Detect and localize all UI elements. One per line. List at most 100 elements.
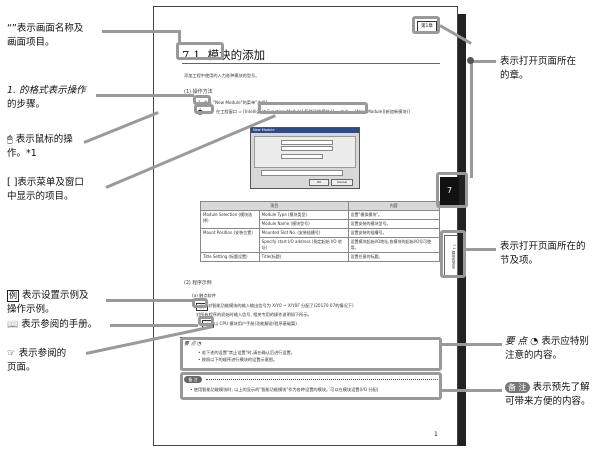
intro-text: 添加工程中使用的入力各种模块的型号。 <box>184 73 260 78</box>
highlight-box-manual <box>198 316 214 326</box>
highlight-box-chapter-tab <box>436 172 468 208</box>
annotation-page-ref: ☞ 表示参阅的 页面。 <box>7 347 66 375</box>
dialog-screenshot: New Module OK Cancel <box>250 127 360 189</box>
chapter-tag-text: 第1章 <box>421 24 433 29</box>
annotation-line: 的章。 <box>500 70 529 81</box>
prog-line-1: 对智能功能模块的输入输出信号为 X/Y0 ~ X/Y0F 分配了(20170 0… <box>208 303 354 308</box>
table-cell: 设置模块起始I/O地址,各模块的起始I/O号可使用。 <box>347 237 440 253</box>
prog-line-3: 以 CPU 模块用户手册(功能解说/程序基础篇) <box>214 321 297 326</box>
leader-line <box>442 389 502 392</box>
point-text-2: • 按照以下的顺序进行模块的设置示意图。 <box>198 357 278 362</box>
annotation-line: 页面。 <box>7 362 36 373</box>
annotation-line: 备 注 表示预先了解 <box>505 381 591 395</box>
remark-text: • 使用智能功能模块时, 以上的显示的"智能功能模块"作为各种设置的模块。可以在… <box>190 387 379 392</box>
table-row: Specify start I/O address (指定起始 I/O 地址) … <box>201 237 440 253</box>
table-cell: 设置任意的标题。 <box>347 252 440 262</box>
dialog-cancel-button: Cancel <box>331 179 353 186</box>
annotation-line: ☞ 表示参阅的 <box>7 347 66 361</box>
annotation-line: 🖱 表示鼠标的操 <box>7 133 73 147</box>
leader-line <box>102 30 180 33</box>
annotation-line: 的步骤。 <box>7 99 46 110</box>
annotation-text: 表示应特别 <box>541 336 589 347</box>
annotation-menu-items: [ ]表示菜单及窗口 中显示的项目。 <box>7 176 84 204</box>
highlight-box-menu <box>258 102 368 114</box>
annotation-line: 作。*1 <box>7 148 37 159</box>
leader-line <box>106 299 194 302</box>
settings-table: 项目 内容 Module Selection (模块选择) Module Typ… <box>200 201 440 262</box>
table-header-item: 项目 <box>200 201 349 211</box>
annotation-line: 1. 的格式表示操作 <box>7 85 86 96</box>
dialog-title: New Module <box>253 128 275 132</box>
example-icon: 例 <box>7 290 19 302</box>
dialog-title-field <box>261 170 343 176</box>
highlight-box-example <box>192 298 208 308</box>
highlight-box-step <box>193 95 211 105</box>
highlight-box-point <box>180 337 442 371</box>
point-text-1: • 若下述的设置"禁止设置"时,请在确认后进行设置。 <box>198 350 295 355</box>
annotation-line: 画面项目。 <box>7 37 55 48</box>
annotation-line: 表示打开页面所在 <box>500 56 577 67</box>
dialog-ok-button: OK <box>309 179 329 186</box>
annotation-point: 要 点 ◔ 表示应特别 注意的内容。 <box>505 335 589 363</box>
chapter-number-tab: 7 <box>440 177 459 205</box>
leader-line <box>178 30 181 44</box>
annotation-step-format: 1. 的格式表示操作 的步骤。 <box>7 84 86 112</box>
annotation-chapter: 表示打开页面所在 的章。 <box>500 55 576 83</box>
table-cell: Specify start I/O address (指定起始 I/O 地址) <box>258 237 349 253</box>
highlight-box-section-tab <box>440 230 466 278</box>
table-cell: Mounted Slot No. (安装插槽号) <box>258 228 349 238</box>
title-rule <box>182 63 440 64</box>
annotation-mouse: 🖱 表示鼠标的操 作。*1 <box>7 133 73 161</box>
remark-badge-icon: 备 注 <box>505 382 530 393</box>
annotation-remark: 备 注 表示预先了解 可带来方便的内容。 <box>505 381 591 409</box>
table-row: Module Selection (模块选择) Module Type (模块类… <box>200 210 440 229</box>
dialog-field-1 <box>281 140 333 145</box>
table-cell: Title(标题) <box>258 252 349 262</box>
annotation-line: 节及项。 <box>500 255 539 266</box>
table-cell: 设置安装的插槽号。 <box>347 228 440 238</box>
annotation-line: 注意的内容。 <box>505 350 563 361</box>
section-side-tab-text: 7.1 模块的添加 <box>452 243 456 269</box>
connector-dot <box>467 57 474 64</box>
annotation-text: 表示设置示例及 <box>22 290 89 301</box>
pointing-hand-icon: ☞ <box>7 348 16 359</box>
prog-heading: (2) 程序示例 <box>184 281 212 286</box>
highlight-box-mouse <box>194 104 214 114</box>
leader-line <box>466 248 496 251</box>
annotation-section: 表示打开页面所在的 节及项。 <box>500 240 586 268</box>
highlight-box-remark <box>180 372 442 400</box>
table-cell: 设置"模拟模块"。 <box>347 210 440 220</box>
step-1-line-a: 1. 选择 "New Module"的菜单"选择"。 <box>198 100 272 105</box>
table-header-content: 内容 <box>347 201 440 211</box>
dialog-titlebar: New Module <box>251 128 359 133</box>
chapter-number: 7 <box>446 186 453 195</box>
prog-sub: (a) 触点软件 <box>192 293 216 298</box>
annotation-example: 例 表示设置示例及 操作示例。 <box>7 289 89 317</box>
annotation-screen-names: “”表示画面名称及 画面项目。 <box>7 22 83 50</box>
table-cell: Mount Position (安装位置) <box>200 228 260 253</box>
dialog-cancel-label: Cancel <box>336 180 348 184</box>
annotation-text: 表示参阅的手册。 <box>21 319 98 330</box>
mouse-icon: 🖱 <box>7 134 13 145</box>
leader-line <box>83 111 159 144</box>
table-cell: Module Name (模块型号) <box>258 219 349 229</box>
annotation-text: 表示预先了解 <box>532 382 590 393</box>
highlight-box-title <box>176 42 224 60</box>
annotation-text: 表示鼠标的操 <box>15 134 73 145</box>
dialog-field-3 <box>281 154 323 159</box>
section-side-tab: 7.1 模块的添加 <box>444 235 458 277</box>
dialog-field-2 <box>281 146 333 151</box>
table-row: Title Setting (标题设置) Title(标题) 设置任意的标题。 <box>200 252 440 262</box>
table-cell: 设置安装的模块型号。 <box>347 219 440 229</box>
op-heading: (1) 操作方法 <box>184 89 213 95</box>
annotation-manual: 📖 表示参阅的手册。 <box>7 318 97 332</box>
leader-line <box>442 343 502 346</box>
leader-line <box>470 60 473 178</box>
annotation-line: [ ]表示菜单及窗口 <box>7 177 84 188</box>
annotation-line: 例 表示设置示例及 <box>7 289 89 303</box>
prog-line-2: 对所有程序的初始时输入信号, 相关专用的操作说明如下所示。 <box>196 312 312 317</box>
book-icon: 📖 <box>7 320 19 330</box>
table-cell: Module Type (模块类型) <box>258 210 349 220</box>
annotation-line: 中显示的项目。 <box>7 191 74 202</box>
leader-line <box>470 60 496 63</box>
